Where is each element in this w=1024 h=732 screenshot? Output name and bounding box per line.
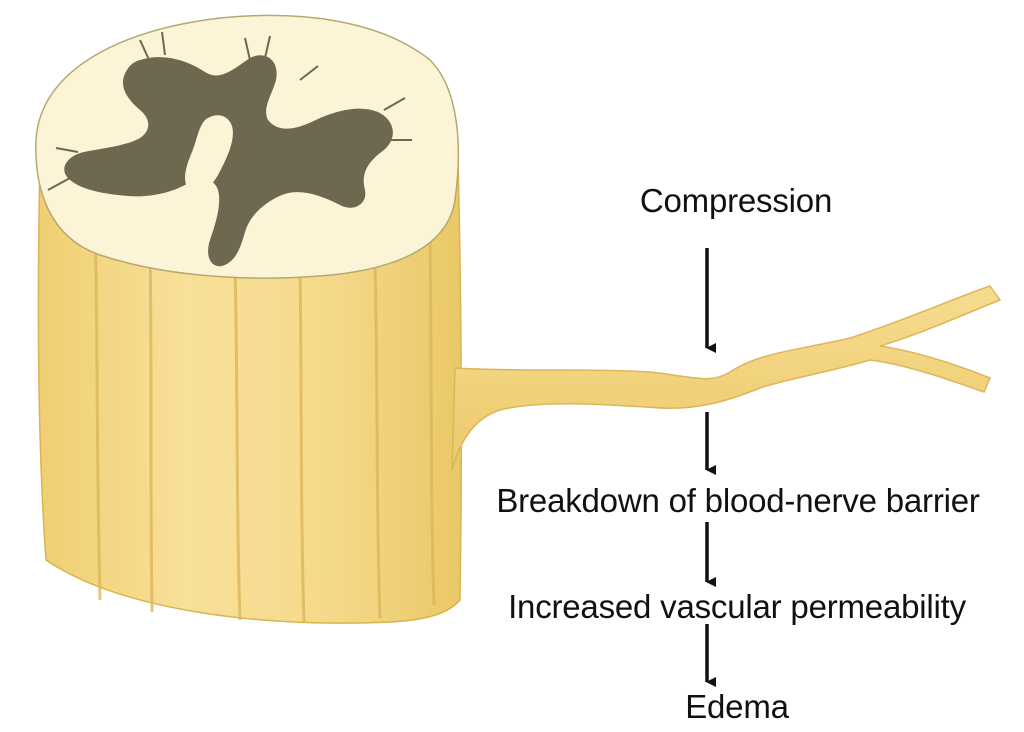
dorsal-columns (185, 115, 233, 192)
spinal-cord (37, 159, 463, 624)
step-breakdown-label: Breakdown of blood-nerve barrier (496, 482, 980, 519)
cord-cross-section (35, 14, 460, 279)
step-edema-label: Edema (685, 688, 789, 725)
gray-matter (64, 55, 393, 267)
rootlets (47, 31, 412, 191)
step-permeability-label: Increased vascular permeability (508, 588, 966, 625)
cord-grooves (93, 229, 436, 623)
step-compression-label: Compression (639, 182, 833, 219)
nerve-root (451, 285, 1002, 471)
nerve-trunk (451, 285, 1002, 471)
